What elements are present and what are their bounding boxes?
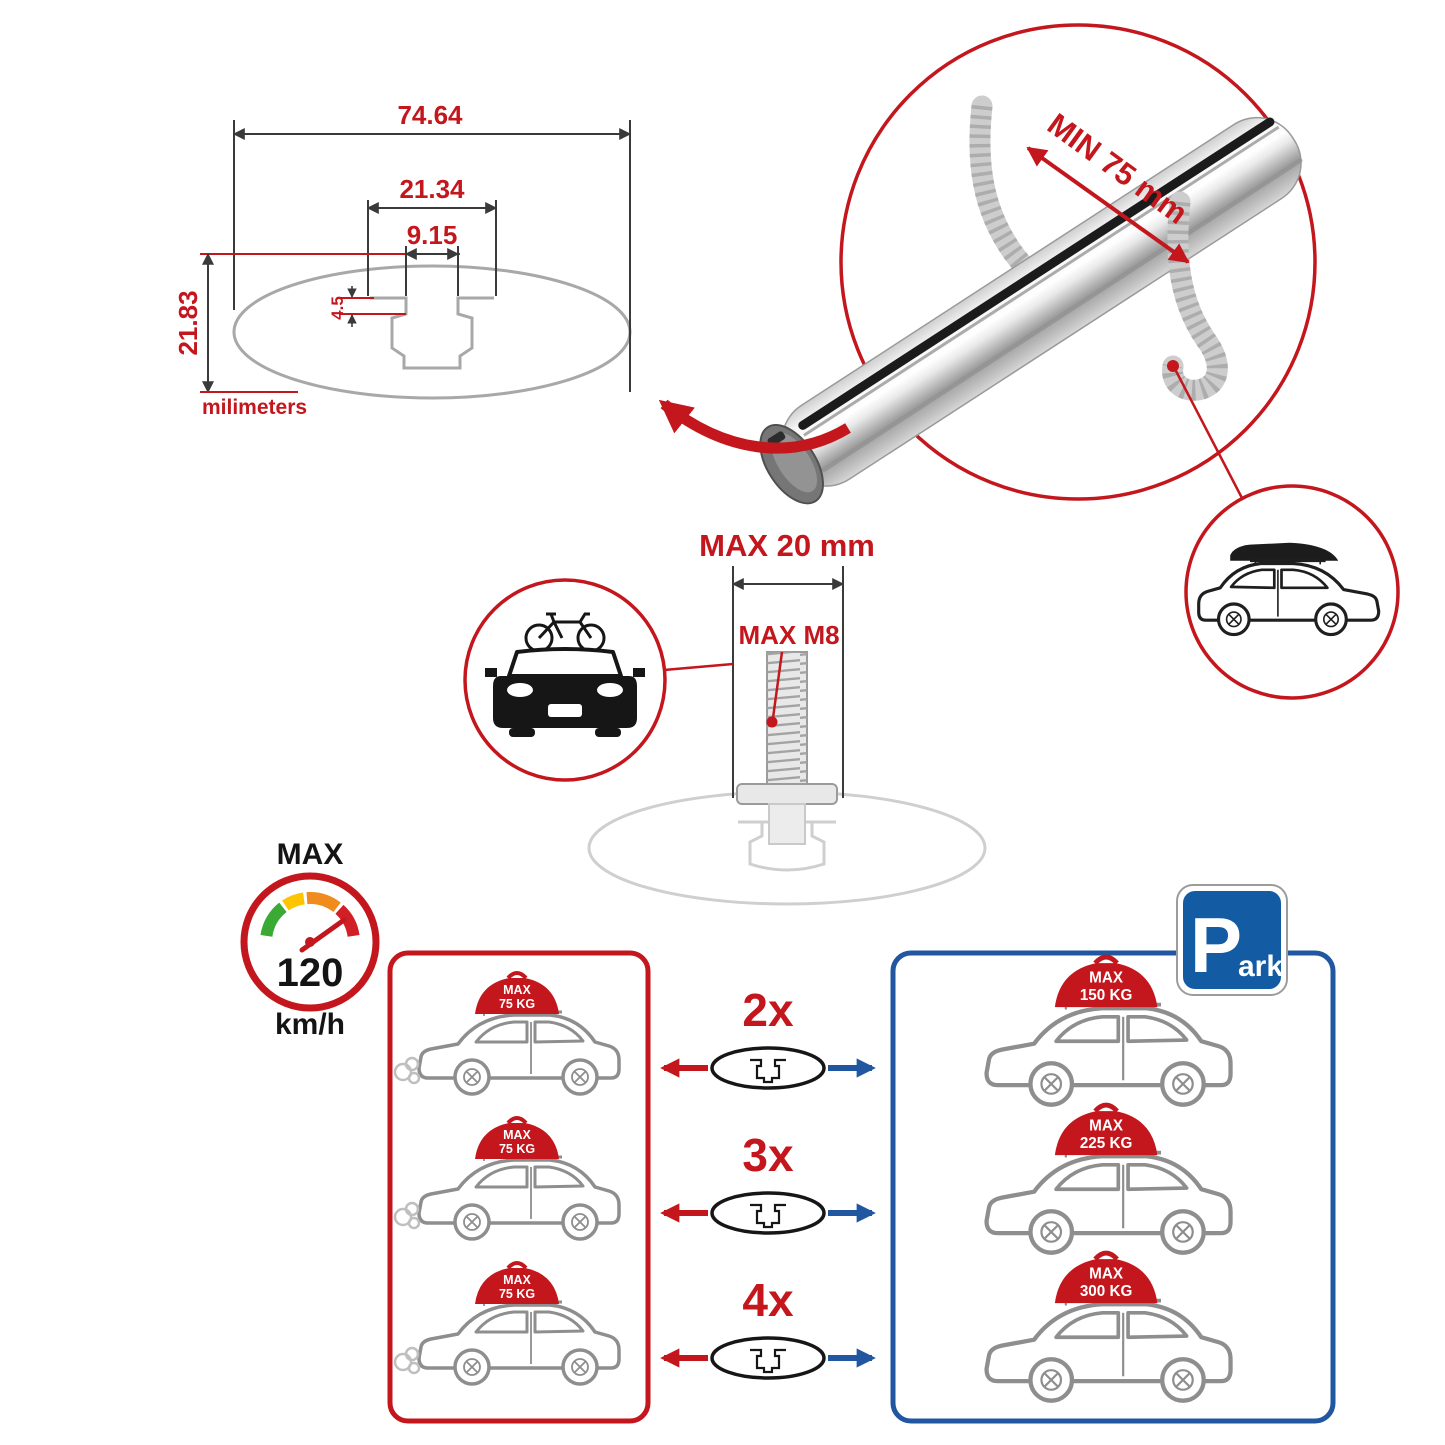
pod-max-label: MAX bbox=[1089, 970, 1124, 987]
suv-with-roofbox bbox=[1197, 542, 1381, 637]
car-with-load: MAX 300 KG bbox=[987, 1250, 1231, 1401]
profile-dimension-diagram: 74.64 21.34 9.15 4.5 21.83 milimeters bbox=[173, 100, 632, 419]
roof-pod bbox=[1054, 1259, 1158, 1304]
bolt-diagram: MAX 20 mm MAX M8 bbox=[587, 528, 987, 906]
pod-load-label: 300 KG bbox=[1080, 1283, 1133, 1300]
dim-channel-depth: 4.5 bbox=[328, 296, 347, 320]
dim-total-height: 21.83 bbox=[173, 290, 203, 355]
bolt-max-thread-label: MAX M8 bbox=[738, 620, 839, 650]
dim-channel-inner-width: 9.15 bbox=[407, 220, 458, 250]
count-label: 2x bbox=[742, 984, 794, 1036]
dim-total-width: 74.64 bbox=[397, 100, 463, 130]
bolt-max-length-label: MAX 20 mm bbox=[699, 528, 875, 563]
parking-limit-panel: MAX 150 KG MAX 225 KG MAX 300 KG bbox=[890, 884, 1336, 1424]
bolt-plate bbox=[736, 783, 838, 805]
speed-value: 120 bbox=[277, 951, 344, 995]
roof-pod bbox=[475, 1268, 559, 1304]
thread-pointer-dot bbox=[766, 716, 778, 728]
car-with-load: MAX 225 KG bbox=[987, 1102, 1231, 1253]
clamp-pointer-dot bbox=[1167, 360, 1179, 372]
profile-pointer-arrow bbox=[658, 399, 851, 454]
crossbar-profile-icon bbox=[710, 1046, 826, 1090]
units-label: milimeters bbox=[202, 396, 307, 419]
car-with-load: MAX 75 KG bbox=[393, 1261, 621, 1386]
pod-max-label: MAX bbox=[1089, 1118, 1124, 1135]
roofbox-vehicle-badge bbox=[1174, 370, 1400, 700]
roof-pod bbox=[1054, 963, 1158, 1008]
pod-max-label: MAX bbox=[503, 1128, 531, 1142]
min-span-arrow bbox=[1026, 146, 1190, 264]
car-with-load: MAX 150 KG bbox=[987, 954, 1231, 1105]
bar-count-option: 4x bbox=[660, 1274, 876, 1380]
park-sign-suffix: ark bbox=[1238, 950, 1283, 983]
speed-max-label: MAX bbox=[277, 838, 344, 871]
park-sign-face bbox=[1183, 891, 1281, 989]
speed-unit-label: km/h bbox=[275, 1008, 345, 1041]
pod-load-label: 225 KG bbox=[1080, 1135, 1133, 1152]
crossbar-profile-outline bbox=[232, 264, 632, 400]
bike-vehicle-badge bbox=[463, 578, 734, 782]
pod-load-label: 75 KG bbox=[499, 997, 535, 1011]
pod-load-label: 75 KG bbox=[499, 1287, 535, 1301]
roof-pod bbox=[1054, 1111, 1158, 1156]
pod-max-label: MAX bbox=[503, 983, 531, 997]
bar-count-option: 2x bbox=[660, 984, 876, 1090]
pod-max-label: MAX bbox=[503, 1273, 531, 1287]
roof-pod bbox=[475, 978, 559, 1014]
dim-channel-outer-width: 21.34 bbox=[399, 174, 465, 204]
car-with-load: MAX 75 KG bbox=[393, 1116, 621, 1241]
roof-pod bbox=[475, 1123, 559, 1159]
count-label: 4x bbox=[742, 1274, 794, 1326]
bar-count-options: 2x 3x 4x bbox=[660, 984, 876, 1380]
pod-load-label: 75 KG bbox=[499, 1142, 535, 1156]
crossbar-detail-circle: MIN 75 mm bbox=[658, 23, 1317, 505]
car-with-load: MAX 75 KG bbox=[393, 971, 621, 1096]
crossbar-profile-icon bbox=[710, 1336, 826, 1380]
speedometer-gauge: MAX 120 km/h bbox=[240, 838, 380, 1041]
bar-count-option: 3x bbox=[660, 1129, 876, 1235]
driving-limit-panel: MAX 75 KG MAX 75 KG MAX 75 KG bbox=[387, 950, 651, 1424]
pod-max-label: MAX bbox=[1089, 1266, 1124, 1283]
count-label: 3x bbox=[742, 1129, 794, 1181]
crossbar-profile-icon bbox=[710, 1191, 826, 1235]
car-front-with-bike bbox=[485, 612, 645, 737]
park-sign: P ark bbox=[1176, 884, 1288, 996]
bolt-stem bbox=[768, 803, 806, 845]
pod-load-label: 150 KG bbox=[1080, 987, 1133, 1004]
park-sign-letter: P bbox=[1190, 901, 1242, 989]
